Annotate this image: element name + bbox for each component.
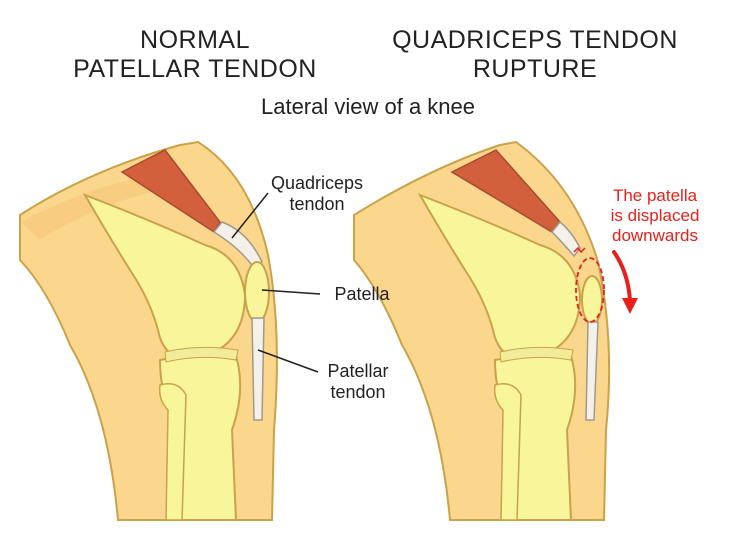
quadriceps-tendon-torn	[550, 220, 581, 258]
tear-mark	[573, 246, 586, 254]
subtitle: Lateral view of a knee	[260, 94, 476, 119]
patellar-tendon	[585, 321, 599, 421]
leader-quadriceps	[231, 192, 269, 239]
heading-line-2: PATELLAR TENDON	[73, 55, 317, 83]
quadriceps-muscle	[120, 149, 221, 234]
quadriceps-tendon	[212, 221, 263, 270]
heading-line-1: QUADRICEPS TENDON	[392, 26, 678, 54]
heading-line-2: RUPTURE	[472, 55, 598, 83]
label-quadriceps-tendon: Quadriceps tendon	[262, 173, 372, 215]
knee-normal	[19, 140, 321, 521]
downward-arrow-head	[622, 298, 638, 314]
label-line: tendon	[289, 194, 345, 214]
heading-normal-patellar-tendon: NORMAL PATELLAR TENDON	[40, 26, 350, 84]
leader-patella	[261, 289, 321, 295]
label-line: Quadriceps	[270, 173, 364, 193]
label-patella: Patella	[334, 284, 390, 304]
meniscus	[164, 346, 239, 363]
patella	[244, 261, 270, 323]
label-patellar-tendon: Patellar tendon	[318, 361, 398, 403]
rupture-marker	[575, 257, 605, 323]
label-line: The patella	[612, 186, 698, 205]
heading-quadriceps-rupture: QUADRICEPS TENDON RUPTURE	[380, 26, 690, 84]
patella-displaced	[581, 275, 603, 325]
fibula	[158, 383, 187, 521]
label-line: tendon	[330, 382, 386, 402]
downward-arrow	[612, 250, 632, 302]
knee-rupture	[353, 140, 638, 521]
leg-skin-outline	[19, 140, 278, 521]
meniscus	[499, 346, 574, 363]
label-line: downwards	[612, 226, 698, 245]
thigh-fat-band	[20, 175, 160, 240]
patellar-tendon	[251, 317, 265, 421]
label-patella-displaced: The patella is displaced downwards	[590, 186, 720, 246]
label-line: is displaced	[610, 206, 700, 225]
fibula	[493, 383, 522, 521]
leader-patellar-tendon	[257, 349, 319, 373]
heading-line-1: NORMAL	[140, 26, 250, 54]
label-line: Patellar	[327, 361, 389, 381]
